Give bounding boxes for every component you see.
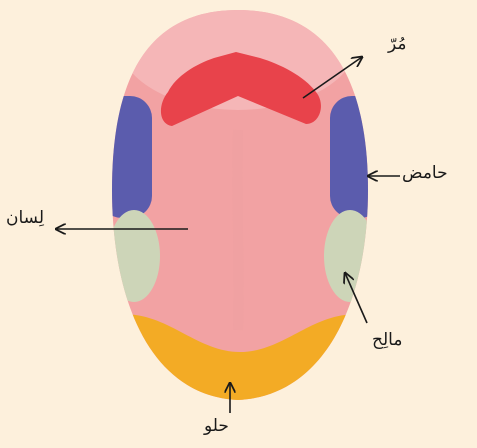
- label-salty: مالِح: [372, 332, 402, 349]
- salty-zone-left: [108, 210, 160, 302]
- label-bitter: مُرّ: [388, 36, 407, 53]
- label-sweet: حلو: [204, 418, 229, 435]
- tongue-midline: [237, 130, 238, 330]
- sour-zone-right: [330, 96, 382, 218]
- sour-zone-left: [100, 96, 152, 218]
- label-tongue: لِسان: [6, 210, 44, 227]
- salty-zone-right: [324, 210, 376, 302]
- label-sour: حامض: [402, 165, 448, 182]
